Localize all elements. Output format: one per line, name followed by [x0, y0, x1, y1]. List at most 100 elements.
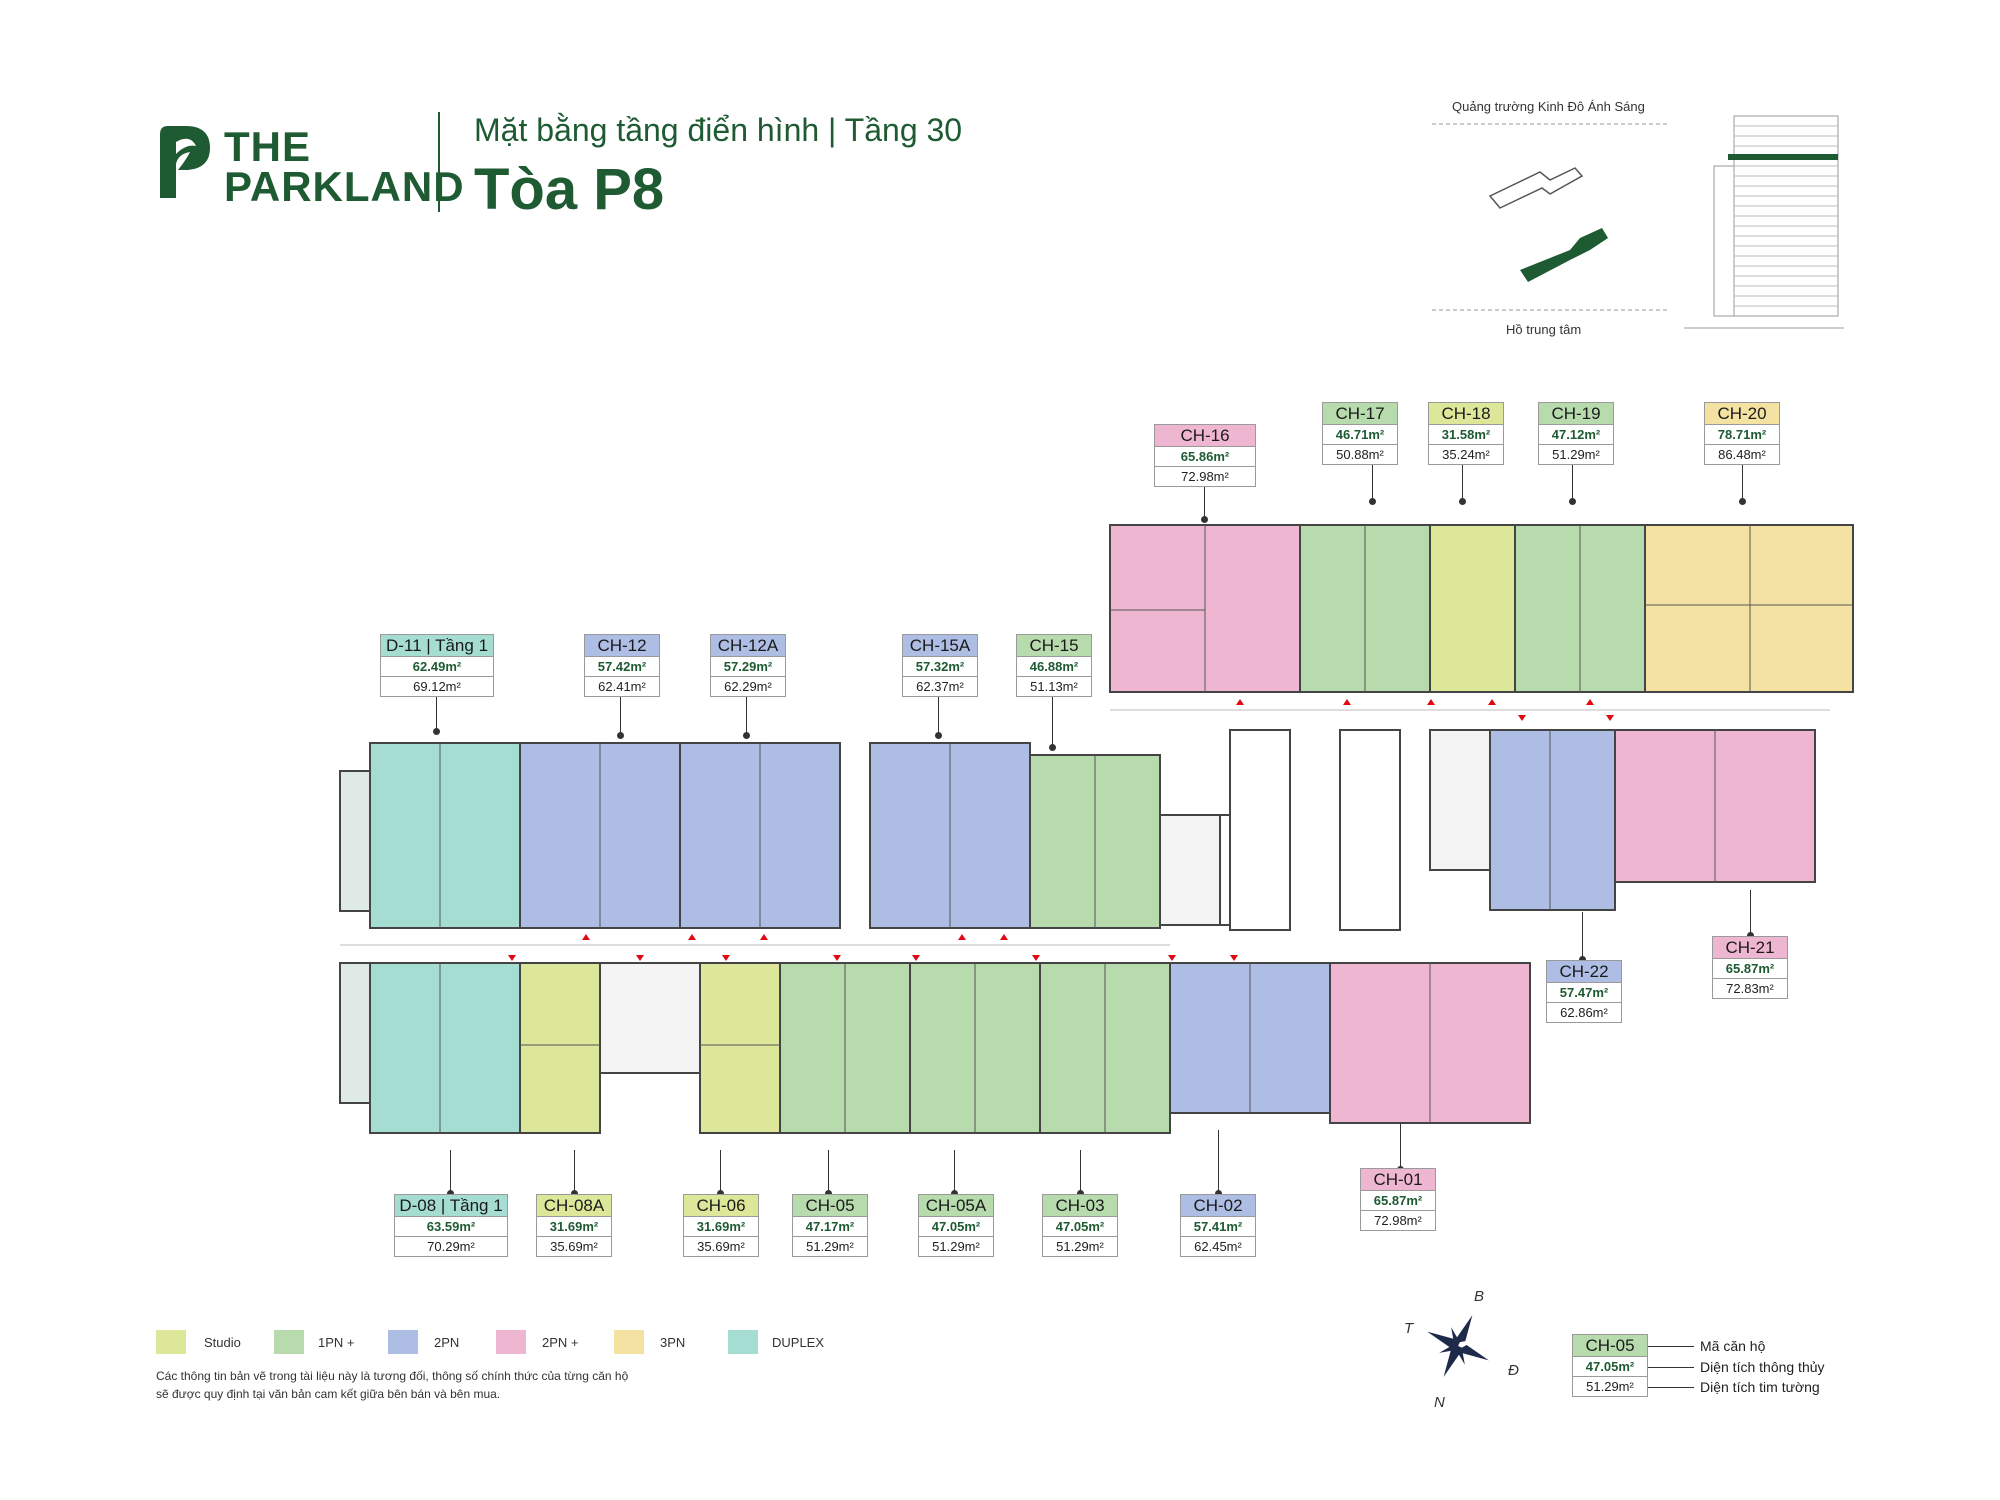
- unit-area-net: 62.49m²: [381, 657, 493, 677]
- unit-label-ch-05[interactable]: CH-05 47.17m² 51.29m²: [792, 1194, 868, 1257]
- legend-swatch-2pn: [388, 1330, 418, 1354]
- unit-code: CH-19: [1539, 403, 1613, 425]
- unit-area-net: 46.71m²: [1323, 425, 1397, 445]
- unit-code: CH-03: [1043, 1195, 1117, 1217]
- site-map-bottom-label: Hồ trung tâm: [1506, 322, 1582, 337]
- page-subtitle: Mặt bằng tầng điển hình | Tầng 30: [474, 112, 963, 148]
- unit-area-gross: 72.98m²: [1374, 1213, 1422, 1228]
- unit-label-ch-05a[interactable]: CH-05A 47.05m² 51.29m²: [918, 1194, 994, 1257]
- unit-code: CH-01: [1361, 1169, 1435, 1191]
- unit-label-ch-12a[interactable]: CH-12A 57.29m² 62.29m²: [710, 634, 786, 697]
- unit-area-gross: 51.29m²: [932, 1239, 980, 1254]
- unit-code: D-08 | Tầng 1: [395, 1195, 507, 1217]
- unit-area-net: 31.69m²: [684, 1217, 758, 1237]
- leader-ch-08a: [571, 1150, 578, 1197]
- unit-area-gross: 50.88m²: [1336, 447, 1384, 462]
- unit-label-ch-16[interactable]: CH-16 65.86m² 72.98m²: [1154, 424, 1256, 487]
- unit-area-net: 65.86m²: [1155, 447, 1255, 467]
- unit-label-ch-19[interactable]: CH-19 47.12m² 51.29m²: [1538, 402, 1614, 465]
- unit-label-ch-12[interactable]: CH-12 57.42m² 62.41m²: [584, 634, 660, 697]
- leader-ch-15: [1049, 696, 1056, 751]
- unit-code: CH-02: [1181, 1195, 1255, 1217]
- key-sample-gross: 51.29m²: [1586, 1379, 1634, 1394]
- unit-label-ch-08a[interactable]: CH-08A 31.69m² 35.69m²: [536, 1194, 612, 1257]
- unit-code: CH-21: [1713, 937, 1787, 959]
- leader-ch-03: [1077, 1150, 1084, 1197]
- compass-rose: [1400, 1288, 1516, 1404]
- leader-ch-12a: [743, 696, 750, 739]
- unit-code: CH-15A: [903, 635, 977, 657]
- unit-label-ch-02[interactable]: CH-02 57.41m² 62.45m²: [1180, 1194, 1256, 1257]
- unit-area-gross: 62.86m²: [1560, 1005, 1608, 1020]
- unit-area-net: 57.29m²: [711, 657, 785, 677]
- unit-code: CH-05A: [919, 1195, 993, 1217]
- leader-ch-01: [1397, 1124, 1404, 1173]
- unit-code: CH-16: [1155, 425, 1255, 447]
- legend-swatch-duplex: [728, 1330, 758, 1354]
- disclaimer-line2: sẽ được quy định tại văn bản cam kết giữ…: [156, 1387, 501, 1401]
- unit-area-gross: 51.13m²: [1030, 679, 1078, 694]
- key-line-code: [1648, 1346, 1694, 1347]
- unit-label-ch-18[interactable]: CH-18 31.58m² 35.24m²: [1428, 402, 1504, 465]
- tower-elevation: [1684, 115, 1844, 329]
- legend-label-1pn: 1PN +: [318, 1335, 355, 1350]
- brand-name-line1: THE: [224, 123, 311, 170]
- unit-area-gross: 72.98m²: [1181, 469, 1229, 484]
- leader-ch-12: [617, 696, 624, 739]
- unit-label-ch-15a[interactable]: CH-15A 57.32m² 62.37m²: [902, 634, 978, 697]
- leader-d-08: [447, 1150, 454, 1197]
- unit-code: CH-20: [1705, 403, 1779, 425]
- unit-area-gross: 51.29m²: [1056, 1239, 1104, 1254]
- unit-label-ch-01[interactable]: CH-01 65.87m² 72.98m²: [1360, 1168, 1436, 1231]
- site-map: [1432, 123, 1668, 311]
- unit-area-net: 65.87m²: [1361, 1191, 1435, 1211]
- unit-area-net: 47.17m²: [793, 1217, 867, 1237]
- site-map-top-label: Quảng trường Kinh Đô Ánh Sáng: [1452, 99, 1645, 114]
- unit-area-gross: 69.12m²: [413, 679, 461, 694]
- unit-area-gross: 35.69m²: [550, 1239, 598, 1254]
- unit-label-ch-15[interactable]: CH-15 46.88m² 51.13m²: [1016, 634, 1092, 697]
- header-divider: [438, 112, 440, 212]
- compass-east-label: Đ: [1508, 1362, 1519, 1379]
- leader-ch-18: [1459, 462, 1466, 505]
- key-sample-code: CH-05: [1573, 1335, 1647, 1357]
- disclaimer-line1: Các thông tin bản vẽ trong tài liệu này …: [156, 1369, 629, 1383]
- unit-label-ch-06[interactable]: CH-06 31.69m² 35.69m²: [683, 1194, 759, 1257]
- legend-label-duplex: DUPLEX: [772, 1335, 825, 1350]
- unit-code: CH-15: [1017, 635, 1091, 657]
- legend-swatch-2pn-plus: [496, 1330, 526, 1354]
- unit-label-ch-22[interactable]: CH-22 57.47m² 62.86m²: [1546, 960, 1622, 1023]
- unit-area-net: 47.05m²: [1043, 1217, 1117, 1237]
- legend-label-studio: Studio: [204, 1335, 241, 1350]
- page-title: Tòa P8: [474, 157, 665, 222]
- key-gross-label: Diện tích tim tường: [1700, 1379, 1820, 1395]
- key-sample-label: CH-05 47.05m² 51.29m²: [1572, 1334, 1648, 1397]
- unit-area-net: 78.71m²: [1705, 425, 1779, 445]
- key-net-label: Diện tích thông thủy: [1700, 1359, 1825, 1375]
- leader-ch-17: [1369, 462, 1376, 505]
- leader-ch-02: [1215, 1130, 1222, 1197]
- unit-area-gross: 51.29m²: [1552, 447, 1600, 462]
- unit-label-ch-20[interactable]: CH-20 78.71m² 86.48m²: [1704, 402, 1780, 465]
- unit-code: CH-17: [1323, 403, 1397, 425]
- unit-area-net: 46.88m²: [1017, 657, 1091, 677]
- unit-label-ch-21[interactable]: CH-21 65.87m² 72.83m²: [1712, 936, 1788, 999]
- floor-plan: [339, 524, 1854, 1134]
- unit-label-d-08[interactable]: D-08 | Tầng 1 63.59m² 70.29m²: [394, 1194, 508, 1257]
- leader-ch-16: [1201, 480, 1208, 523]
- unit-code: CH-12: [585, 635, 659, 657]
- brand-name-line2: PARKLAND: [224, 163, 465, 210]
- unit-label-ch-17[interactable]: CH-17 46.71m² 50.88m²: [1322, 402, 1398, 465]
- unit-area-net: 47.12m²: [1539, 425, 1613, 445]
- unit-area-gross: 86.48m²: [1718, 447, 1766, 462]
- unit-label-d-11[interactable]: D-11 | Tầng 1 62.49m² 69.12m²: [380, 634, 494, 697]
- leader-d-11: [433, 696, 440, 735]
- unit-label-ch-03[interactable]: CH-03 47.05m² 51.29m²: [1042, 1194, 1118, 1257]
- unit-area-net: 57.42m²: [585, 657, 659, 677]
- leader-ch-22: [1579, 912, 1586, 963]
- unit-code: CH-18: [1429, 403, 1503, 425]
- unit-area-net: 57.47m²: [1547, 983, 1621, 1003]
- leader-ch-20: [1739, 462, 1746, 505]
- unit-code: CH-12A: [711, 635, 785, 657]
- unit-area-gross: 70.29m²: [427, 1239, 475, 1254]
